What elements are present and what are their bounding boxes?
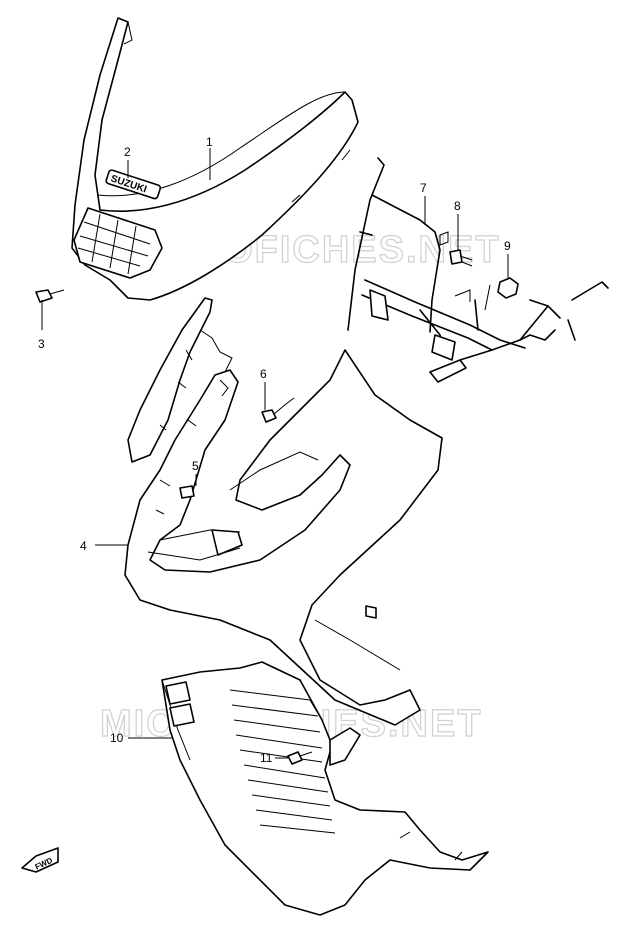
suzuki-emblem: SUZUKI — [105, 169, 162, 200]
inner-cover-lower — [161, 661, 489, 916]
label-part-7: 7 — [420, 181, 427, 195]
label-part-9: 9 — [504, 239, 511, 253]
label-part-11: 11 — [260, 751, 273, 765]
label-part-1: 1 — [206, 135, 213, 149]
label-part-4: 4 — [80, 539, 87, 553]
label-part-2: 2 — [124, 145, 131, 159]
screw-part-3 — [35, 289, 65, 303]
bracket-frame — [347, 157, 609, 383]
label-part-8: 8 — [454, 199, 461, 213]
label-part-10: 10 — [110, 731, 124, 745]
screw-part-6 — [261, 397, 295, 423]
clip-part-11 — [287, 751, 313, 765]
wire-harness — [199, 329, 233, 373]
fwd-arrow-icon: FWD — [21, 847, 59, 873]
label-part-5: 5 — [192, 459, 199, 473]
label-part-3: 3 — [38, 337, 45, 351]
leg-shield-front — [124, 297, 443, 726]
clip-part-5 — [179, 485, 195, 499]
front-cover-upper: SUZUKI — [71, 17, 359, 301]
label-part-6: 6 — [260, 367, 267, 381]
nut-part-9 — [497, 277, 519, 299]
bolt-part-8 — [449, 249, 473, 267]
